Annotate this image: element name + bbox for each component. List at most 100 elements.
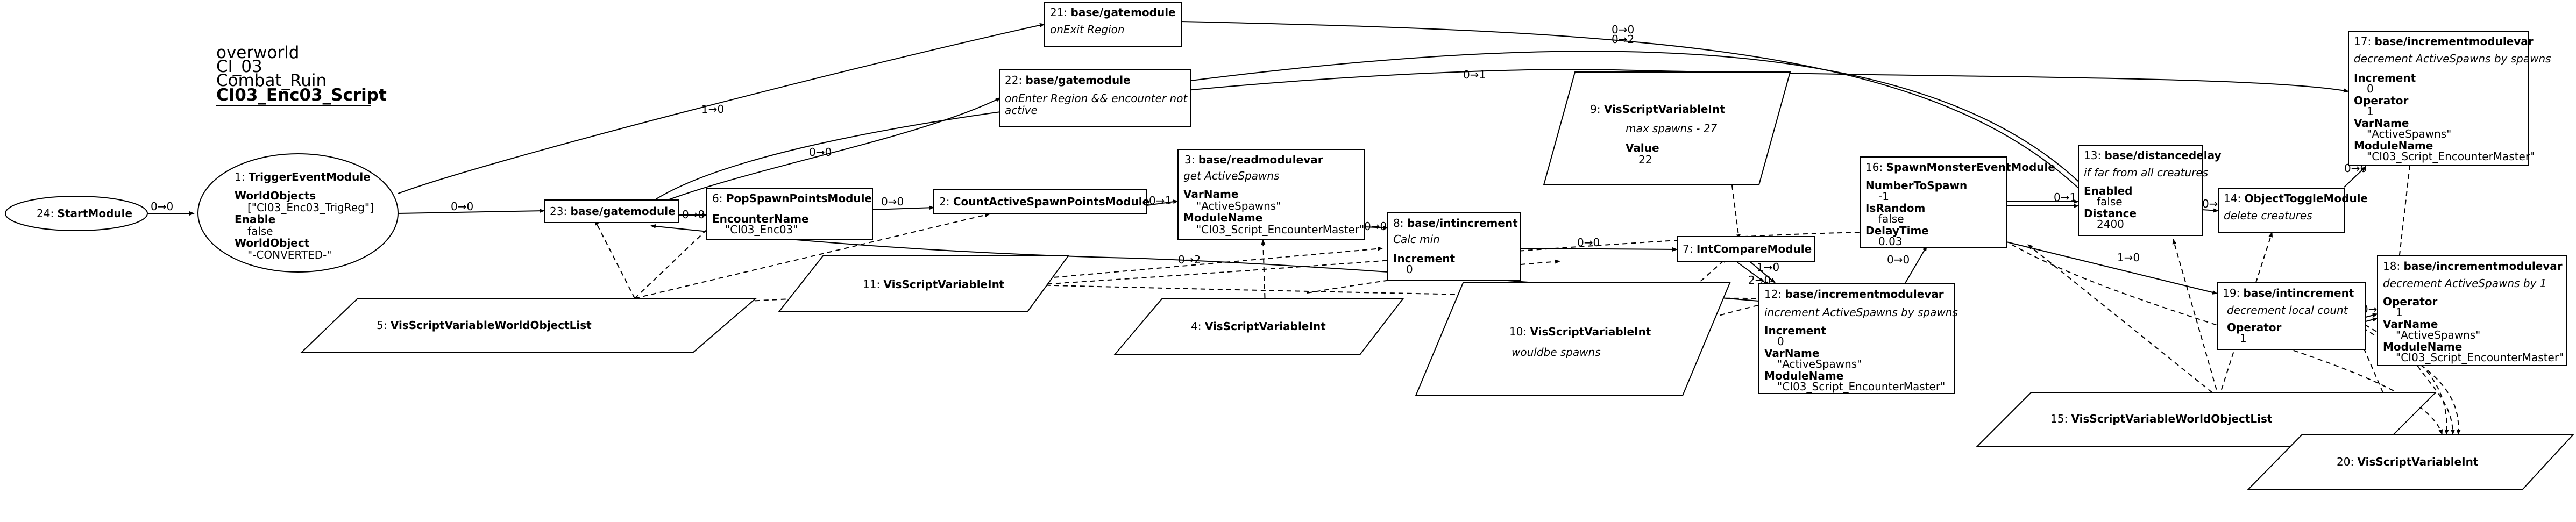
node-12-field-2: VarName xyxy=(1764,347,1819,360)
node-18-field-1: Operator xyxy=(2383,295,2438,308)
node-12-title: 12: xyxy=(1764,288,1785,301)
node-24-start-module[interactable]: 24: StartModule xyxy=(5,196,148,231)
edge-4-3 xyxy=(1261,239,1266,307)
node-10-name: VisScriptVariableInt xyxy=(1530,325,1651,338)
node-17-field-2: Operator xyxy=(2354,94,2409,107)
node-10-vis-script-variable-int[interactable]: 10: VisScriptVariableInt wouldbe spawns xyxy=(1415,282,1731,396)
edge-7-12b xyxy=(1737,262,1770,287)
svg-text:17: base/incrementmodulevar: 17: base/incrementmodulevar xyxy=(2354,35,2534,48)
svg-text:21: base/gatemodule: 21: base/gatemodule xyxy=(1050,6,1176,19)
svg-text:4: VisScriptVariableInt: 4: VisScriptVariableInt xyxy=(1191,320,1326,333)
svg-text:24: StartModule: 24: StartModule xyxy=(37,207,132,220)
node-1-field-2: Enable xyxy=(235,213,275,226)
edge-label-23-6: 0→0 xyxy=(682,208,705,221)
edge-label-24-1: 0→0 xyxy=(151,200,173,213)
node-3-readmodulevar[interactable]: 3: base/readmodulevar get ActiveSpawns V… xyxy=(1177,149,1365,240)
node-16-value-2: false xyxy=(1878,212,1904,225)
node-3-title: 3: xyxy=(1184,153,1198,166)
node-8-field-1: Increment xyxy=(1393,252,1456,265)
graph-label-line-1: overworld xyxy=(216,43,300,62)
node-19-intincrement[interactable]: 19: base/intincrement decrement local co… xyxy=(2217,282,2366,350)
edge-5-2 xyxy=(634,213,990,299)
node-12-name: base/incrementmodulevar xyxy=(1785,288,1944,301)
edge-label-12-16: 0→0 xyxy=(1887,253,1910,266)
node-18-value-1: 1 xyxy=(2396,306,2403,319)
node-19-desc: decrement local count xyxy=(2227,304,2348,317)
node-12-field-1: Increment xyxy=(1764,324,1827,337)
edge-label-21-13b: 0→2 xyxy=(1612,33,1634,46)
edge-label-7-12: 1→0 xyxy=(1757,261,1779,274)
svg-text:20: VisScriptVariableInt: 20: VisScriptVariableInt xyxy=(2337,455,2479,468)
node-9-vis-script-variable-int[interactable]: 9: VisScriptVariableInt max spawns - 27 … xyxy=(1543,71,1791,185)
edge-label-1-21: 1→0 xyxy=(701,103,724,116)
node-8-intincrement[interactable]: 8: base/intincrement Calc min Increment … xyxy=(1387,212,1521,281)
node-14-object-toggle-module[interactable]: 14: ObjectToggleModule delete creatures xyxy=(2218,188,2368,233)
node-17-value-2: 1 xyxy=(2367,105,2374,118)
edge-label-1-23: 0→0 xyxy=(451,200,473,213)
node-8-title: 8: xyxy=(1393,217,1407,230)
node-2-count-active-spawn-points-module[interactable]: 2: CountActiveSpawnPointsModule xyxy=(933,189,1149,214)
node-13-value-2: 2400 xyxy=(2097,218,2124,231)
edge-2-3 xyxy=(1146,199,1179,206)
node-8-name: base/intincrement xyxy=(1407,217,1518,230)
node-20-vis-script-variable-int[interactable]: 20: VisScriptVariableInt xyxy=(2247,434,2575,490)
node-11-title: 11: xyxy=(863,278,884,291)
node-4-vis-script-variable-int[interactable]: 4: VisScriptVariableInt xyxy=(1113,298,1404,355)
graph-label-line-2: CI_03 xyxy=(216,57,262,76)
edge-15-16 xyxy=(2027,244,2219,398)
edge-label-21-13: 0→0 xyxy=(1612,23,1634,36)
edge-label-22-13: 0→1 xyxy=(1463,68,1486,81)
node-7-int-compare-module[interactable]: 7: IntCompareModule xyxy=(1677,236,1815,262)
edge-label-6-2: 0→0 xyxy=(881,195,904,208)
svg-text:11: VisScriptVariableInt: 11: VisScriptVariableInt xyxy=(863,278,1005,291)
node-12-value-3: "CI03_Script_EncounterMaster" xyxy=(1777,380,1945,393)
node-24-title: 24: xyxy=(37,207,58,220)
node-6-pop-spawn-points-module[interactable]: 6: PopSpawnPointsModule EncounterName "C… xyxy=(706,188,873,240)
node-13-distancedelay[interactable]: 13: base/distancedelay if far from all c… xyxy=(2078,145,2222,236)
node-2-title: 2: xyxy=(939,195,953,208)
node-5-vis-script-variable-world-object-list[interactable]: 5: VisScriptVariableWorldObjectList xyxy=(300,298,757,353)
edge-1-21 xyxy=(398,23,1045,194)
svg-text:13: base/distancedelay: 13: base/distancedelay xyxy=(2084,149,2222,162)
node-1-trigger-event-module[interactable]: 1: TriggerEventModule WorldObjects ["CI0… xyxy=(197,153,399,273)
node-18-incrementmodulevar[interactable]: 18: base/incrementmodulevar decrement Ac… xyxy=(2377,255,2567,366)
node-3-name: base/readmodulevar xyxy=(1198,153,1323,166)
edge-15-13 xyxy=(2172,239,2219,398)
node-1-value-3: "-CONVERTED-" xyxy=(247,248,332,261)
node-1-name: TriggerEventModule xyxy=(249,170,371,183)
node-12-incrementmodulevar[interactable]: 12: base/incrementmodulevar increment Ac… xyxy=(1758,283,1958,394)
node-19-value-1: 1 xyxy=(2240,332,2247,345)
node-11-vis-script-variable-int[interactable]: 11: VisScriptVariableInt xyxy=(777,255,1069,312)
node-9-desc: max spawns - 27 xyxy=(1626,122,1717,135)
node-21-gatemodule[interactable]: 21: base/gatemodule onExit Region xyxy=(1044,2,1182,47)
node-15-vis-script-variable-world-object-list[interactable]: 15: VisScriptVariableWorldObjectList xyxy=(1976,392,2437,447)
node-16-field-3: DelayTime xyxy=(1865,224,1929,237)
node-17-value-3: "ActiveSpawns" xyxy=(2367,127,2451,140)
node-6-title: 6: xyxy=(712,192,726,205)
node-13-name: base/distancedelay xyxy=(2105,149,2222,162)
node-23-gatemodule[interactable]: 23: base/gatemodule xyxy=(544,199,679,223)
node-4-name: VisScriptVariableInt xyxy=(1205,320,1326,333)
node-3-value-1: "ActiveSpawns" xyxy=(1196,199,1281,212)
graph-label: overworld CI_03 Combat_Ruin CI03_Enc03_S… xyxy=(216,43,387,106)
node-22-gatemodule[interactable]: 22: base/gatemodule onEnter Region && en… xyxy=(999,69,1191,127)
edge-label-23-loop: 0→2 xyxy=(1178,253,1201,266)
svg-text:6: PopSpawnPointsModule: 6: PopSpawnPointsModule xyxy=(712,192,872,205)
node-17-incrementmodulevar[interactable]: 17: base/incrementmodulevar decrement Ac… xyxy=(2348,31,2551,166)
node-16-value-1: -1 xyxy=(1878,190,1889,203)
node-8-value-1: 0 xyxy=(1406,263,1413,276)
edge-14-17 xyxy=(2344,166,2366,188)
node-1-field-1: WorldObjects xyxy=(235,189,316,202)
edge-12-16 xyxy=(1904,246,1927,285)
node-10-desc: wouldbe spawns xyxy=(1511,346,1601,359)
node-16-spawn-monster-event-module[interactable]: 16: SpawnMonsterEventModule NumberToSpaw… xyxy=(1860,156,2055,248)
node-20-name: VisScriptVariableInt xyxy=(2358,455,2479,468)
edge-3-8 xyxy=(1364,225,1388,230)
svg-text:16: SpawnMonsterEventModule: 16: SpawnMonsterEventModule xyxy=(1865,161,2055,174)
node-4-title: 4: xyxy=(1191,320,1205,333)
node-18-value-3: "CI03_Script_EncounterMaster" xyxy=(2396,351,2564,364)
node-15-title: 15: xyxy=(2050,412,2071,425)
edge-label-3-8: 0→0 xyxy=(1364,220,1387,233)
node-16-field-2: IsRandom xyxy=(1865,202,1925,214)
